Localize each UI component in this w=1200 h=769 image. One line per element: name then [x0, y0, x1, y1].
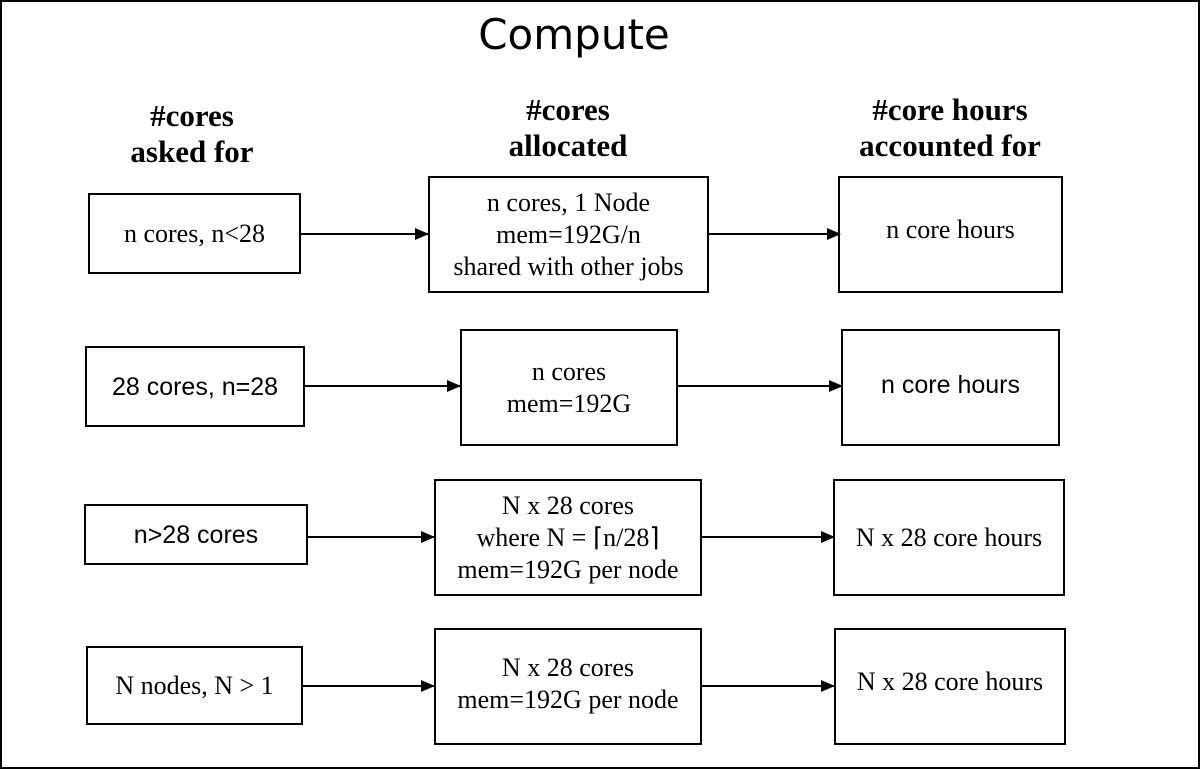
row-1-accounted-box: n core hours — [838, 176, 1063, 293]
row-2-asked-box: 28 cores, n=28 — [85, 346, 305, 427]
row-3-asked-box: n>28 cores — [84, 504, 308, 565]
row-3-accounted-box: N x 28 core hours — [833, 479, 1065, 596]
row-2-accounted-line-1: n core hours — [881, 371, 1020, 399]
row-3-allocated-box: N x 28 cores where N = ⌈n/28⌉ mem=192G p… — [434, 479, 702, 596]
row-1-allocated-box: n cores, 1 Node mem=192G/n shared with o… — [428, 176, 709, 293]
header-allocated-line-1: #cores — [526, 92, 610, 127]
row-4-allocated-line-2: mem=192G per node — [457, 685, 679, 714]
row-4-accounted-box: N x 28 core hours — [834, 628, 1066, 745]
row-2-allocated-line-2: mem=192G — [506, 388, 632, 418]
row-4-accounted-line-1: N x 28 core hours — [856, 667, 1044, 696]
row-1-allocated-line-2: mem=192G/n — [496, 219, 641, 249]
row-3-asked-line-1: n>28 cores — [133, 520, 259, 549]
row-1-allocated-line-3: shared with other jobs — [453, 251, 684, 281]
row-2-allocated-line-1: n cores — [531, 356, 607, 386]
row-2-asked-line-1: 28 cores, n=28 — [111, 372, 279, 401]
row-4-allocated-box: N x 28 cores mem=192G per node — [434, 628, 702, 745]
row-3-accounted-line-1: N x 28 core hours — [855, 522, 1043, 552]
row-1-accounted-line-1: n core hours — [886, 215, 1015, 244]
diagram-title: Compute — [478, 10, 670, 59]
row-1-allocated-line-1: n cores, 1 Node — [486, 187, 651, 217]
header-allocated-line-2: allocated — [508, 128, 628, 163]
row-4-allocated-line-1: N x 28 cores — [501, 653, 635, 682]
row-3-allocated-line-2: where N = ⌈n/28⌉ — [476, 522, 660, 552]
row-3-allocated-line-1: N x 28 cores — [501, 490, 635, 520]
row-3-allocated-line-3: mem=192G per node — [457, 554, 679, 584]
header-accounted: #core hours accounted for — [822, 92, 1078, 164]
row-2-accounted-box: n core hours — [841, 329, 1060, 446]
header-asked-line-1: #cores — [150, 98, 234, 133]
row-4-asked-line-1: N nodes, N > 1 — [115, 670, 274, 700]
header-accounted-line-1: #core hours — [872, 92, 1028, 127]
header-asked: #cores asked for — [92, 98, 292, 170]
header-allocated: #cores allocated — [468, 92, 668, 164]
header-asked-line-2: asked for — [130, 134, 254, 169]
row-2-allocated-box: n cores mem=192G — [460, 329, 678, 446]
row-4-asked-box: N nodes, N > 1 — [86, 646, 303, 725]
row-1-asked-line-1: n cores, n<28 — [123, 218, 266, 248]
row-1-asked-box: n cores, n<28 — [88, 193, 301, 274]
header-accounted-line-2: accounted for — [859, 128, 1041, 163]
